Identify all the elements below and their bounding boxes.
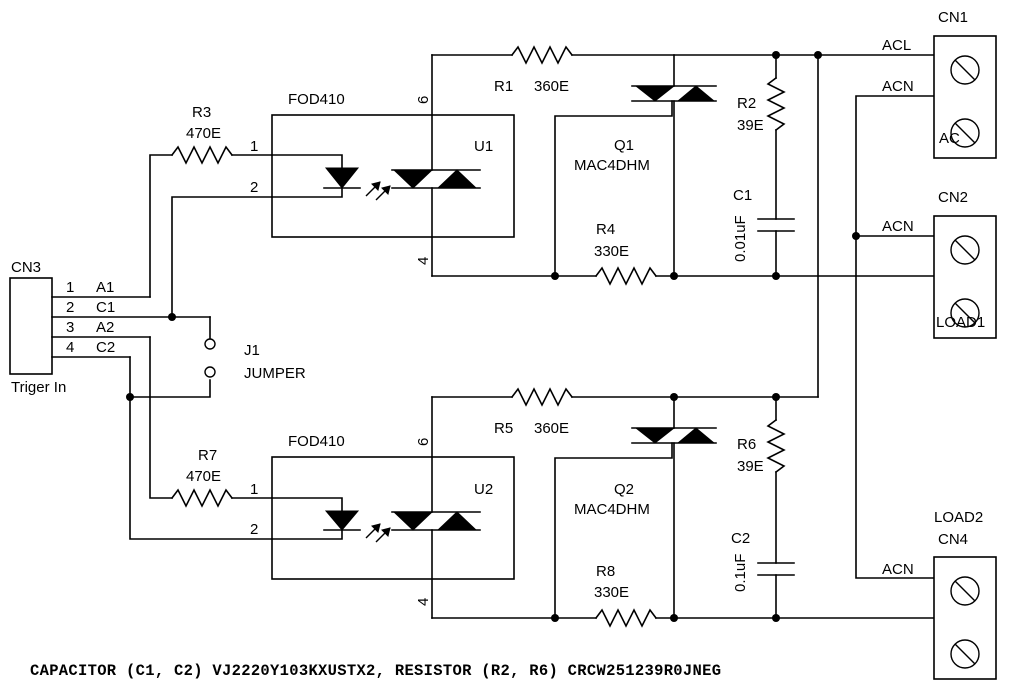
cn3-pin-num: 2 <box>66 299 74 316</box>
r2-value: 39E <box>737 117 764 134</box>
c1-ref: C1 <box>733 187 752 204</box>
cn1-acl-label: ACL <box>882 37 911 54</box>
r4-ref: R4 <box>596 221 615 238</box>
jumper-j1 <box>204 338 216 378</box>
u2-ref: U2 <box>474 481 493 498</box>
cn2-name: LOAD1 <box>936 314 985 331</box>
r2-ref: R2 <box>737 95 756 112</box>
cn3-name: Triger In <box>11 379 66 396</box>
cn3-pin-num: 4 <box>66 339 74 356</box>
u2-pin6: 6 <box>415 438 432 446</box>
u2-part: FOD410 <box>288 433 345 450</box>
r4-value: 330E <box>594 243 629 260</box>
r5-value: 360E <box>534 420 569 437</box>
cn2-ref: CN2 <box>938 189 968 206</box>
r7-ref: R7 <box>198 447 217 464</box>
c2-ref: C2 <box>731 530 750 547</box>
c2-value: 0.1uF <box>732 554 749 592</box>
r8-value: 330E <box>594 584 629 601</box>
u1-pin6: 6 <box>415 96 432 104</box>
r6-value: 39E <box>737 458 764 475</box>
r5-ref: R5 <box>494 420 513 437</box>
q1-part: MAC4DHM <box>574 157 650 174</box>
r3-ref: R3 <box>192 104 211 121</box>
r1-ref: R1 <box>494 78 513 95</box>
channel1-power-wiring <box>431 45 935 579</box>
cn4-name: LOAD2 <box>934 509 983 526</box>
q1-ref: Q1 <box>614 137 634 154</box>
q2-ref: Q2 <box>614 481 634 498</box>
resistor-r7 <box>170 488 273 508</box>
u1-pin1: 1 <box>250 138 258 155</box>
jumper-ref: J1 <box>244 342 260 359</box>
cn2-acn-label: ACN <box>882 218 914 235</box>
optocoupler-u1 <box>271 54 515 277</box>
u1-pin2: 2 <box>250 179 258 196</box>
cn1-acn-label: ACN <box>882 78 914 95</box>
optocoupler-u2 <box>271 396 515 619</box>
c1-value: 0.01uF <box>732 215 749 262</box>
footer-note: CAPACITOR (C1, C2) VJ2220Y103KXUSTX2, RE… <box>30 662 721 680</box>
cn3-pin-sig: A2 <box>96 319 114 336</box>
u1-part: FOD410 <box>288 91 345 108</box>
cn3-pin-sig: C1 <box>96 299 115 316</box>
cn3-pin-sig: C2 <box>96 339 115 356</box>
r3-value: 470E <box>186 125 221 142</box>
jumper-label: JUMPER <box>244 365 306 382</box>
u1-ref: U1 <box>474 138 493 155</box>
cn4-terminal-block <box>933 556 997 680</box>
r8-ref: R8 <box>596 563 615 580</box>
u2-pin2: 2 <box>250 521 258 538</box>
cn3-pin-sig: A1 <box>96 279 114 296</box>
channel2-power-wiring <box>431 387 935 628</box>
cn3-ref: CN3 <box>11 259 41 276</box>
u2-pin1: 1 <box>250 481 258 498</box>
cn1-name: AC <box>939 130 960 147</box>
u2-pin4: 4 <box>415 598 432 606</box>
r6-ref: R6 <box>737 436 756 453</box>
r7-value: 470E <box>186 468 221 485</box>
q2-part: MAC4DHM <box>574 501 650 518</box>
cn4-acn-label: ACN <box>882 561 914 578</box>
cn4-ref: CN4 <box>938 531 968 548</box>
input-wiring <box>126 154 273 540</box>
cn3-pin-num: 3 <box>66 319 74 336</box>
r1-value: 360E <box>534 78 569 95</box>
cn3-connector <box>9 277 211 375</box>
resistor-r3 <box>170 145 273 165</box>
u1-pin4: 4 <box>415 257 432 265</box>
cn3-pin-num: 1 <box>66 279 74 296</box>
cn1-ref: CN1 <box>938 9 968 26</box>
